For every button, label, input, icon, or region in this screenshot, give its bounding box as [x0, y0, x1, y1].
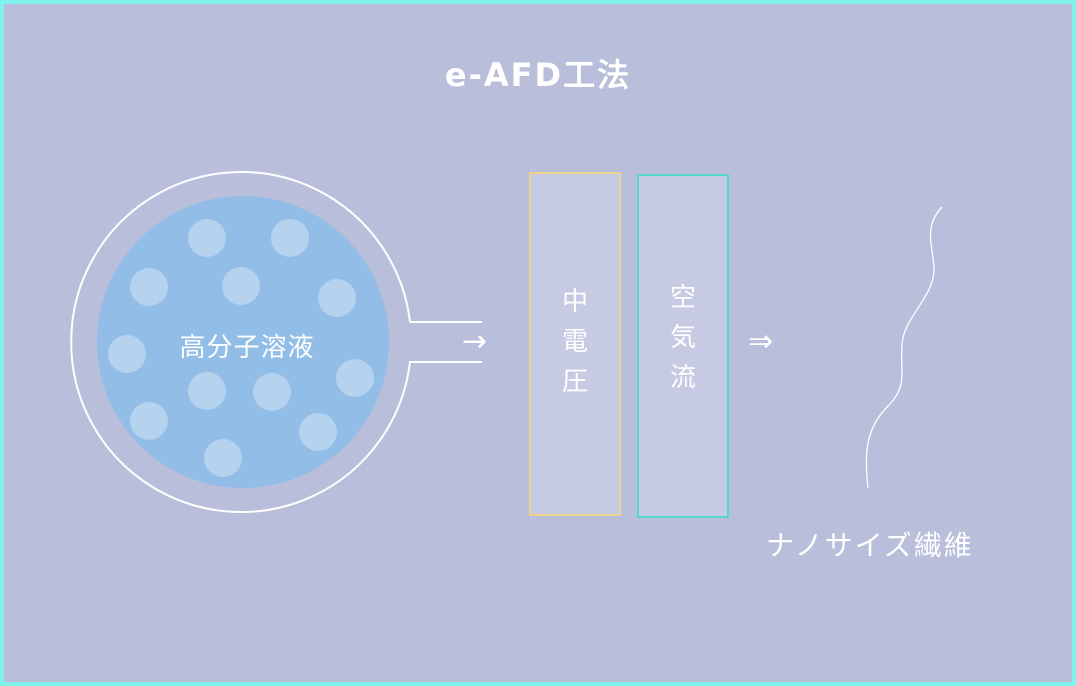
particle [299, 413, 337, 451]
particle [253, 373, 291, 411]
diagram-title: e-AFD工法 [444, 56, 632, 94]
particle [271, 219, 309, 257]
medium-voltage-label: 中 電 圧 [561, 287, 588, 397]
diagram-graphics [70, 171, 943, 513]
particle [130, 268, 168, 306]
particle [204, 439, 242, 477]
particle [222, 267, 260, 305]
nanofiber-strand [865, 206, 943, 489]
nanofiber-label: ナノサイズ繊維 [766, 529, 974, 562]
particle [336, 359, 374, 397]
arrow-right-icon: → [462, 324, 488, 359]
particle [188, 372, 226, 410]
polymer-solution-label: 高分子溶液 [179, 333, 315, 363]
medium-voltage-box: 中 電 圧 [529, 172, 621, 516]
particle [188, 219, 226, 257]
solution-particles [108, 219, 374, 477]
particle [318, 279, 356, 317]
double-arrow-right-icon: ⇒ [748, 324, 774, 359]
vessel-outline [70, 171, 482, 513]
particle [108, 335, 146, 373]
airflow-label: 空 気 流 [669, 283, 696, 393]
airflow-box: 空 気 流 [637, 174, 729, 518]
polymer-solution-circle [97, 196, 389, 488]
particle [130, 402, 168, 440]
